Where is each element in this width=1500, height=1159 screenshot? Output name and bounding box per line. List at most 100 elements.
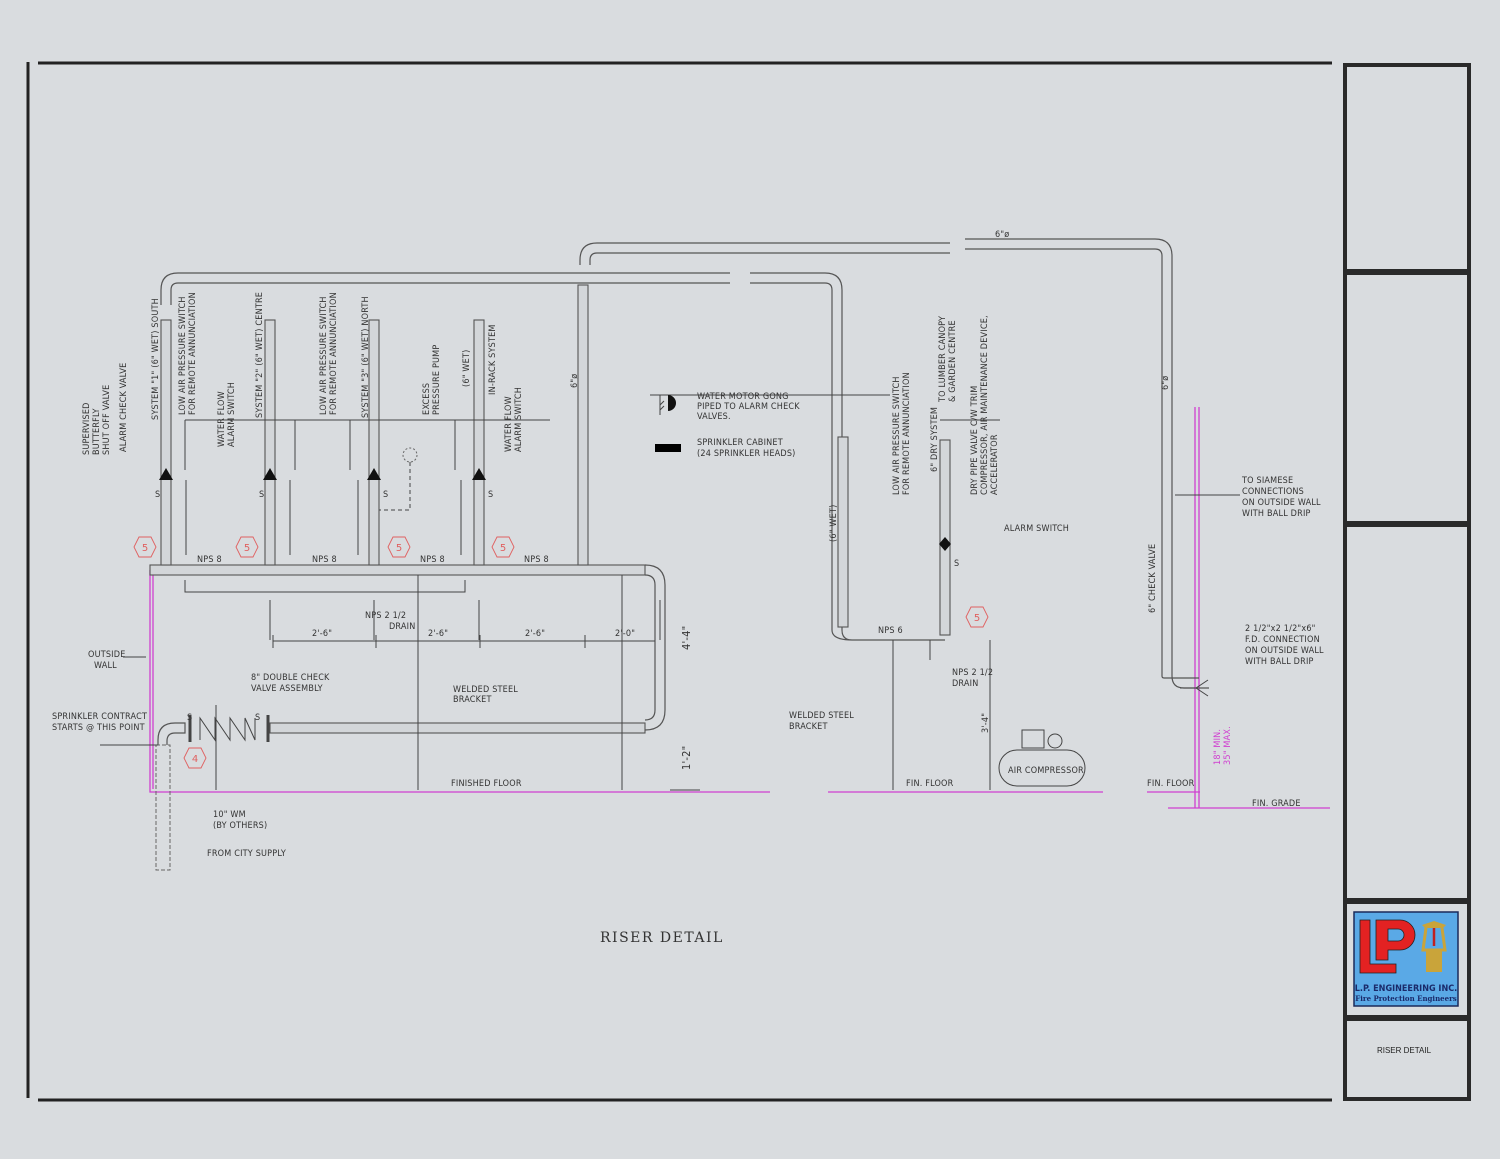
- water-motor-gong-icon: [659, 395, 676, 415]
- drawing-label: 5: [500, 543, 506, 554]
- drawing-label: 2 1/2"x2 1/2"x6": [1245, 624, 1316, 634]
- drawing-label: 5: [396, 543, 402, 554]
- drawing-label: ALARM SWITCH: [514, 387, 524, 452]
- drawing-label: S: [488, 490, 493, 500]
- drawing-label: FIN. FLOOR: [1147, 779, 1195, 789]
- drawing-label: S: [155, 490, 160, 500]
- drawing-label: VALVES.: [697, 412, 731, 422]
- drawing-label: BUTTERFLY: [92, 408, 102, 455]
- sprinkler-head-icon: [1421, 921, 1447, 972]
- horizontal-labels: WATER MOTOR GONG PIPED TO ALARM CHECK VA…: [52, 230, 1324, 946]
- drawing-label: PRESSURE PUMP: [432, 345, 442, 415]
- air-compressor-icon: [998, 729, 1086, 787]
- drawing-label: WALL: [94, 661, 117, 671]
- drawing-label: SYSTEM "3" (6" WET) NORTH: [361, 296, 371, 418]
- drawing-label: EXCESS: [422, 383, 432, 415]
- drawing-label: WELDED STEEL: [453, 685, 518, 695]
- drawing-label: NPS 8: [197, 555, 222, 565]
- drawing-label: COMPRESSOR, AIR MAINTENANCE DEVICE,: [980, 315, 990, 495]
- drawing-label: LOW AIR PRESSURE SWITCH: [178, 296, 188, 415]
- drawing-label: SYSTEM "1" (6" WET) SOUTH: [151, 298, 161, 420]
- drawing-label: 2'-6": [428, 629, 448, 639]
- drawing-label: AIR COMPRESSOR: [1008, 766, 1084, 776]
- drawing-label: WITH BALL DRIP: [1242, 509, 1311, 519]
- drawing-label: ALARM CHECK VALVE: [119, 363, 129, 452]
- drawing-label: FIN. GRADE: [1252, 799, 1301, 809]
- drawing-label: BRACKET: [789, 722, 828, 732]
- drawing-label: IN-RACK SYSTEM: [488, 324, 498, 395]
- drawing-label: CONNECTIONS: [1242, 487, 1304, 497]
- double-check-valve-icon: [188, 715, 270, 742]
- drawing-label: 35" MAX.: [1223, 726, 1233, 765]
- drawing-label: NPS 8: [312, 555, 337, 565]
- drawing-label: FIN. FLOOR: [906, 779, 954, 789]
- drawing-label: 1'-2": [680, 746, 693, 770]
- drawing-label: FOR REMOTE ANNUNCIATION: [329, 292, 339, 415]
- sprinkler-cabinet-icon: [655, 444, 681, 452]
- company-logo: L.P. ENGINEERING INC. Fire Protection En…: [1353, 911, 1459, 1007]
- drawing-label: OUTSIDE: [88, 650, 126, 660]
- drawing-label: WATER FLOW: [217, 391, 227, 447]
- drawing-label: TO LUMBER CANOPY: [938, 316, 948, 403]
- drawing-label: ALARM SWITCH: [1004, 524, 1069, 534]
- drawing-label: WITH BALL DRIP: [1245, 657, 1314, 667]
- drawing-label: SPRINKLER CONTRACT: [52, 712, 147, 722]
- drawing-label: VALVE ASSEMBLY: [251, 684, 323, 694]
- drawing-label: NPS 2 1/2: [952, 668, 993, 678]
- drawing-label: S: [187, 713, 192, 723]
- drawing-frame: [26, 61, 1332, 1102]
- drawing-label: SHUT OFF VALVE: [102, 385, 112, 455]
- drawing-label: 2'-0": [615, 629, 635, 639]
- drawing-label: FROM CITY SUPPLY: [207, 849, 286, 859]
- drawing-label: FINISHED FLOOR: [451, 779, 522, 789]
- drawing-label: 4'-4": [680, 626, 693, 650]
- drawing-label: 5: [142, 543, 148, 554]
- drawing-label: SYSTEM "2" (6" WET) CENTRE: [255, 292, 265, 418]
- drawing-label: 6"ø: [570, 374, 580, 388]
- drawing-label: & GARDEN CENTRE: [948, 320, 958, 402]
- drawing-label: BRACKET: [453, 695, 492, 705]
- drawing-label: 2'-6": [525, 629, 545, 639]
- alarm-check-valve-icons: [159, 468, 951, 551]
- drawing-label: LOW AIR PRESSURE SWITCH: [319, 296, 329, 415]
- drawing-label: FOR REMOTE ANNUNCIATION: [188, 292, 198, 415]
- rotated-labels: SUPERVISED BUTTERFLY SHUT OFF VALVE ALAR…: [82, 292, 1233, 770]
- drawing-label: 6"ø: [1161, 376, 1171, 390]
- drawing-label: ALARM SWITCH: [227, 382, 237, 447]
- drawing-label: FOR REMOTE ANNUNCIATION: [902, 372, 912, 495]
- drawing-label: PIPED TO ALARM CHECK: [697, 402, 800, 412]
- drawing-label: S: [255, 713, 260, 723]
- drawing-label: (6" WET): [462, 350, 472, 387]
- drawing-label: NPS 8: [420, 555, 445, 565]
- sheet-title: RISER DETAIL: [1377, 1046, 1432, 1055]
- drawing-label: TO SIAMESE: [1241, 476, 1293, 486]
- title-block: L.P. ENGINEERING INC. Fire Protection En…: [1343, 63, 1471, 1101]
- drawing-label: 5: [244, 543, 250, 554]
- drawing-label: 6"ø: [995, 230, 1009, 240]
- drawing-label: DRAIN: [389, 622, 415, 632]
- drawing-label: 6" DRY SYSTEM: [930, 407, 940, 472]
- drawing-label: SUPERVISED: [82, 402, 92, 455]
- piping: [149, 238, 1209, 871]
- drawing-label: F.D. CONNECTION: [1245, 635, 1320, 645]
- drawing-label: (6" WET): [829, 505, 839, 542]
- drawing-label: DRY PIPE VALVE C/W TRIM: [970, 386, 980, 495]
- drawing-label: STARTS @ THIS POINT: [52, 723, 145, 733]
- drawing-label: ON OUTSIDE WALL: [1245, 646, 1324, 656]
- drawing-label: DRAIN: [952, 679, 978, 689]
- drawing-label: NPS 6: [878, 626, 903, 636]
- drawing-label: 18" MIN.: [1213, 729, 1223, 765]
- company-name: L.P. ENGINEERING INC.: [1355, 984, 1458, 994]
- company-tagline: Fire Protection Engineers: [1355, 994, 1457, 1003]
- drawing-label: (BY OTHERS): [213, 821, 267, 831]
- drawing-label: S: [383, 490, 388, 500]
- walls-floors: [149, 407, 1330, 809]
- drawing-label: (24 SPRINKLER HEADS): [697, 449, 796, 459]
- drawing-title: RISER DETAIL: [600, 930, 724, 946]
- drawing-label: WELDED STEEL: [789, 711, 854, 721]
- drawing-label: ON OUTSIDE WALL: [1242, 498, 1321, 508]
- drawing-label: 10" WM: [213, 810, 246, 820]
- drawing-label: WATER FLOW: [504, 396, 514, 452]
- drawing-label: WATER MOTOR GONG: [697, 392, 789, 402]
